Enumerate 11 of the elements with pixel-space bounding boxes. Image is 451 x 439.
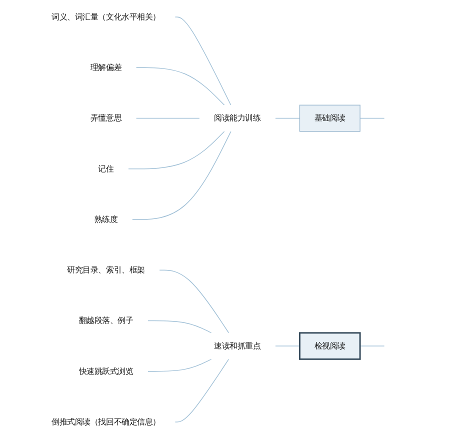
connector (136, 118, 200, 119)
connector (128, 131, 226, 170)
connector (175, 16, 232, 106)
connector (275, 118, 300, 119)
connector (175, 358, 230, 422)
connector (360, 118, 385, 119)
connector (148, 358, 212, 372)
connector (148, 320, 212, 334)
connector (136, 67, 226, 106)
connector (159, 270, 230, 334)
connector (132, 131, 232, 220)
